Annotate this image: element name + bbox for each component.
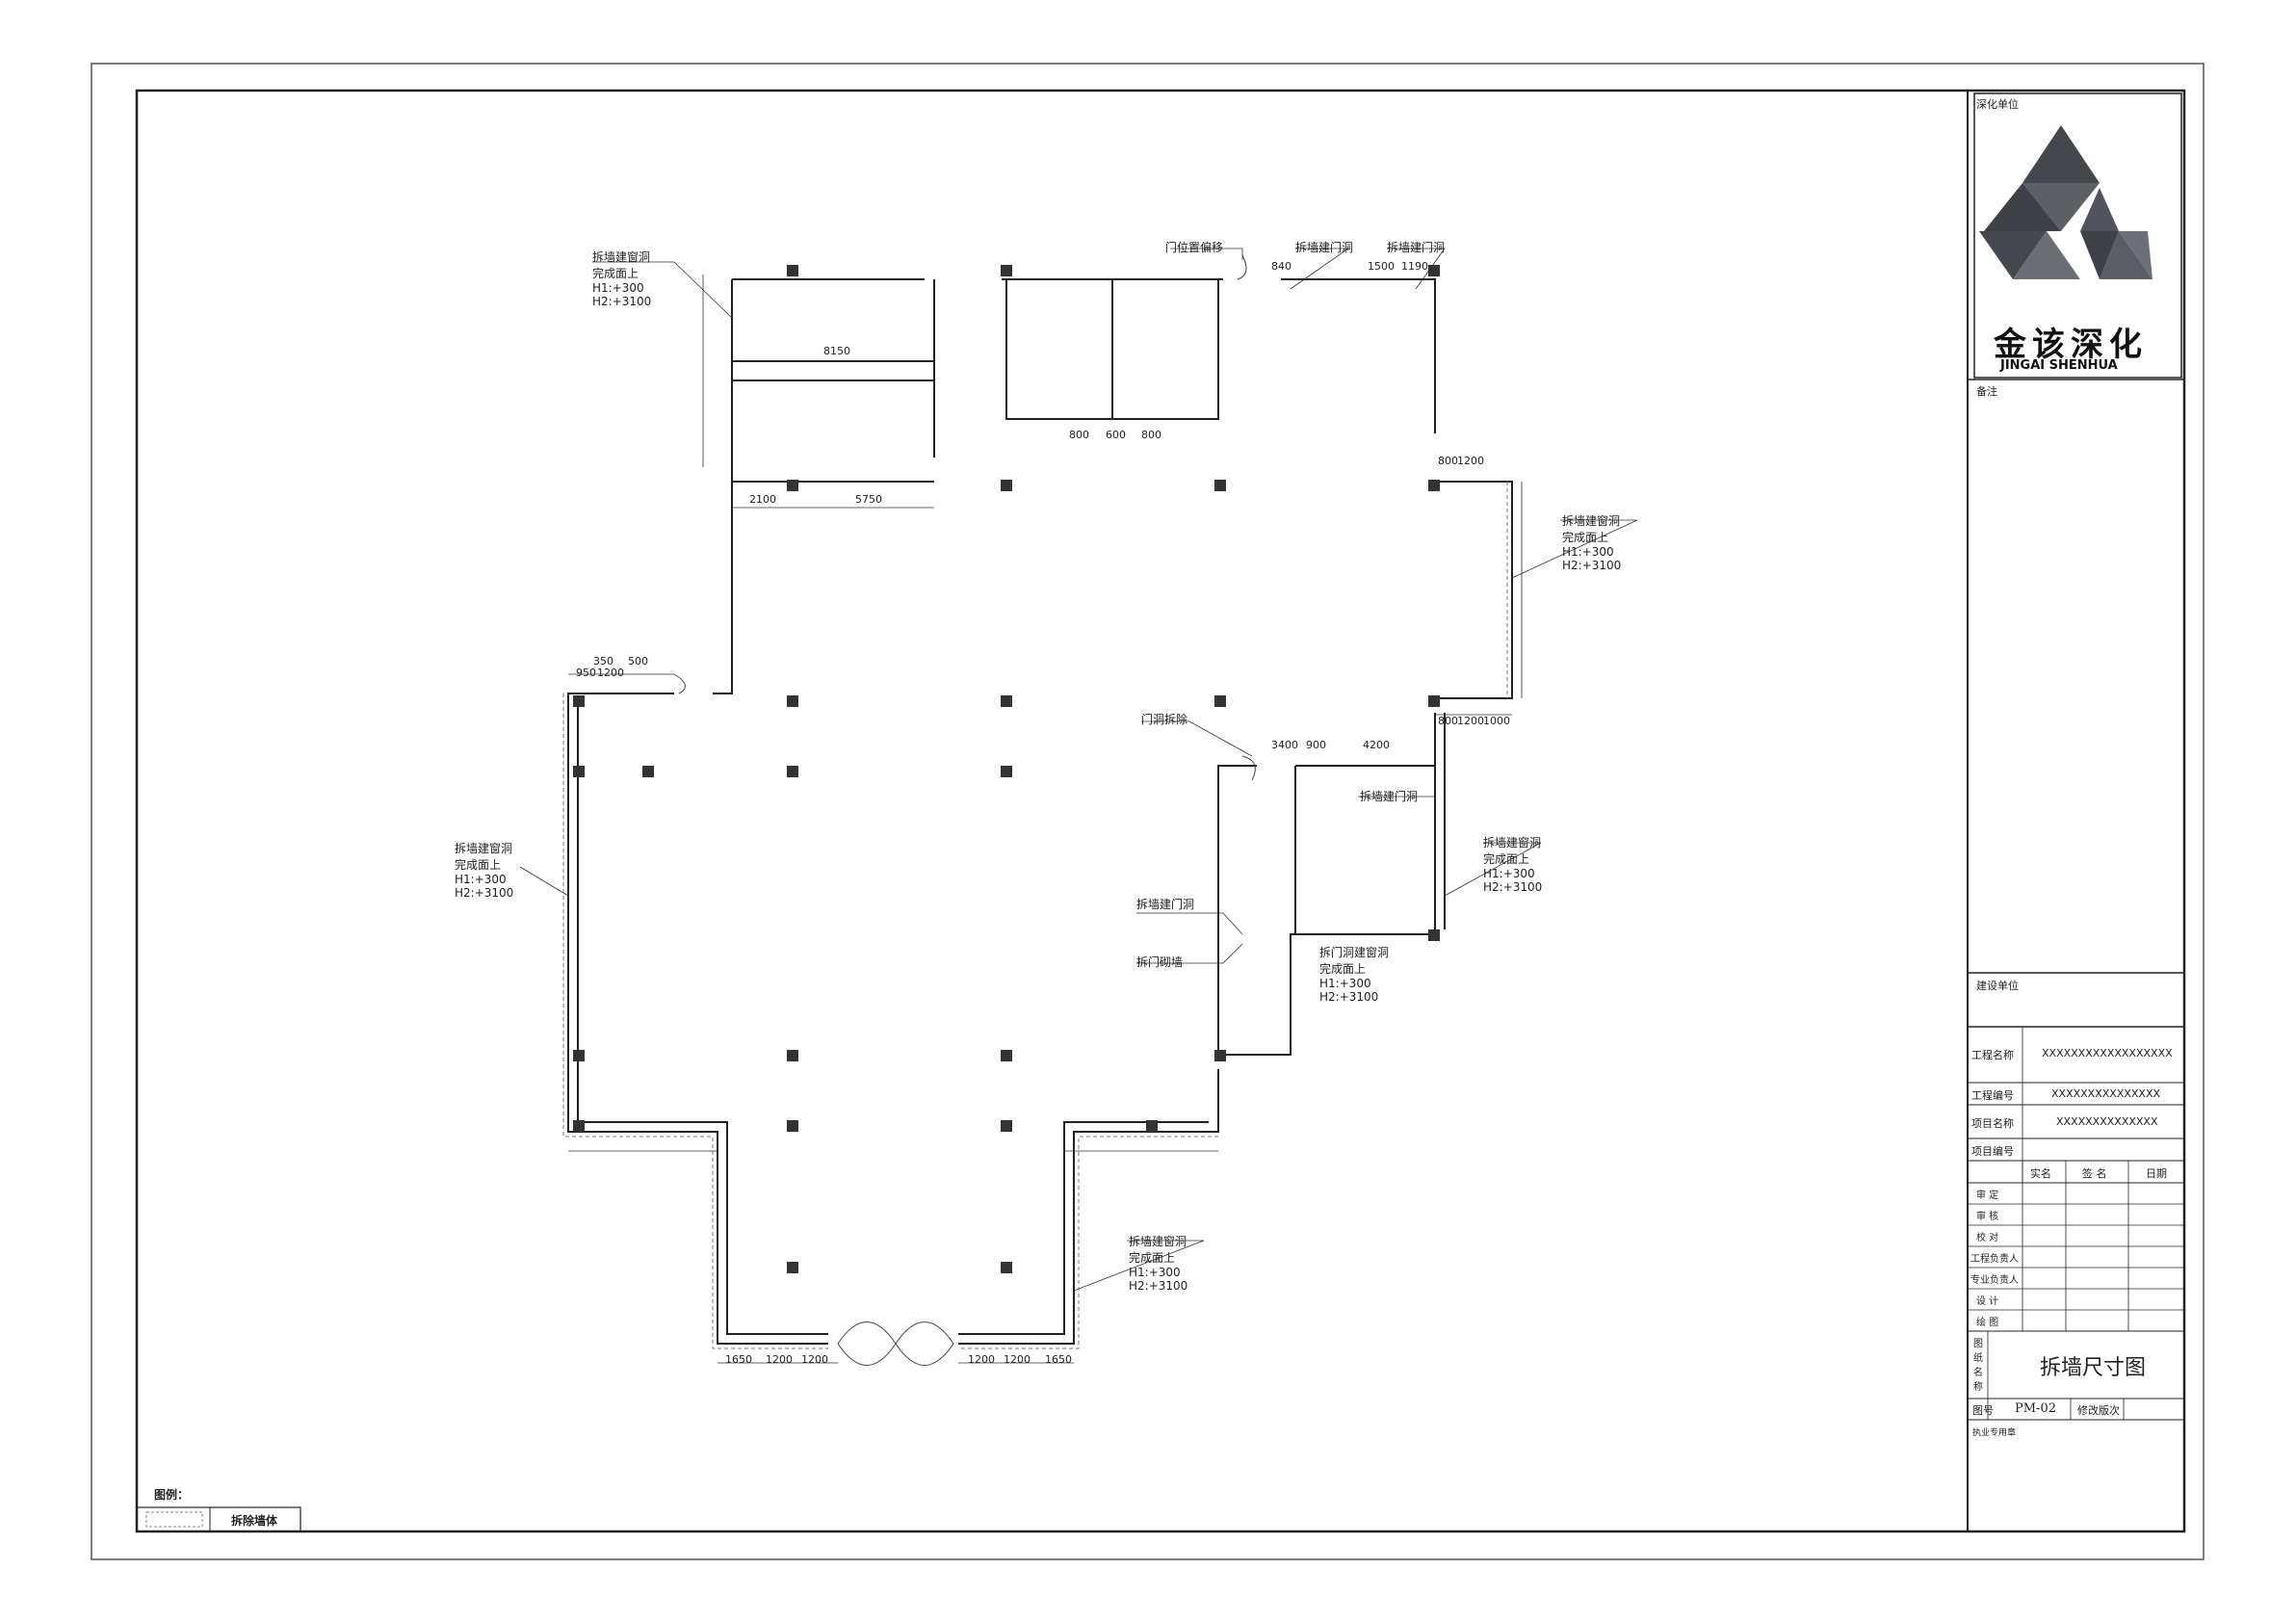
sign-header-sign: 签 名: [2082, 1167, 2107, 1180]
svg-text:1200: 1200: [1457, 455, 1484, 467]
drawing-no-label: 图号: [1972, 1404, 1994, 1417]
logo-cn: 金该深化: [1994, 326, 2148, 364]
note-window-mid-right: 拆墙建窗洞 完成面上 H1:+300 H2:+3100: [1483, 836, 1543, 894]
svg-text:800: 800: [1438, 715, 1458, 727]
note-door-brick: 拆门砌墙: [1136, 955, 1184, 969]
svg-text:840: 840: [1271, 260, 1292, 273]
design-unit-label: 深化单位: [1976, 98, 2019, 111]
drawing-no: PM-02: [2015, 1401, 2056, 1416]
sign-row-0: 审 定: [1976, 1190, 1999, 1201]
legend: [136, 1506, 301, 1532]
svg-text:4200: 4200: [1363, 739, 1390, 751]
leader-lines: [519, 248, 1638, 1292]
svg-text:500: 500: [628, 655, 648, 667]
svg-text:2100: 2100: [749, 493, 776, 506]
sign-row-6: 绘 图: [1976, 1318, 1999, 1328]
entrance-door: [673, 254, 1256, 1366]
svg-text:5750: 5750: [855, 493, 882, 506]
drawing-name-label: 图纸名称: [1973, 1339, 1983, 1393]
svg-text:1200: 1200: [1457, 715, 1484, 727]
note-window-left: 拆墙建窗洞 完成面上 H1:+300 H2:+3100: [455, 842, 514, 900]
drawing-title: 拆墙尺寸图: [2040, 1356, 2147, 1380]
svg-text:800: 800: [1069, 429, 1089, 441]
legend-title: 图例：: [154, 1488, 190, 1502]
svg-text:1200: 1200: [1004, 1353, 1031, 1366]
svg-text:1200: 1200: [801, 1353, 828, 1366]
removed-walls: [562, 482, 1508, 1349]
note-door-new-lower: 拆墙建门洞: [1136, 898, 1195, 911]
stamp-label: 执业专用章: [1972, 1428, 2017, 1438]
svg-text:1000: 1000: [1483, 715, 1510, 727]
dimension-lines: [568, 275, 1523, 1364]
svg-text:950: 950: [576, 667, 596, 679]
dimension-labels: 8150 5750 2100 3400 900 4200 350 500 950…: [576, 260, 1510, 1366]
svg-text:350: 350: [593, 655, 613, 667]
company-logo: [1979, 125, 2152, 279]
svg-text:900: 900: [1306, 739, 1326, 751]
note-door-shift: 门位置偏移: [1165, 241, 1224, 254]
inner-frame: [135, 89, 2186, 1533]
note-window-right: 拆墙建窗洞 完成面上 H1:+300 H2:+3100: [1562, 514, 1622, 572]
project-row-value-2: XXXXXXXXXXXXXX: [2056, 1115, 2158, 1128]
sign-row-1: 审 核: [1976, 1212, 1999, 1222]
sign-row-5: 设 计: [1976, 1296, 1999, 1307]
svg-text:800: 800: [1141, 429, 1161, 441]
outer-frame: [91, 63, 2205, 1560]
svg-text:1200: 1200: [968, 1353, 995, 1366]
floor-plan: [567, 278, 1513, 1345]
project-row-label-0: 工程名称: [1971, 1049, 2014, 1061]
svg-text:8150: 8150: [823, 345, 850, 357]
svg-text:1200: 1200: [766, 1353, 793, 1366]
logo-en: JINGAI SHENHUA: [2000, 358, 2118, 373]
legend-item: 拆除墙体: [231, 1514, 278, 1528]
svg-text:1650: 1650: [725, 1353, 752, 1366]
project-row-label-1: 工程编号: [1971, 1089, 2014, 1102]
note-door-new-top-1: 拆墙建门洞: [1295, 241, 1354, 254]
remarks-label: 备注: [1976, 385, 1997, 398]
sign-header-date: 日期: [2146, 1167, 2167, 1180]
project-row-value-1: XXXXXXXXXXXXXXX: [2051, 1087, 2161, 1100]
project-row-label-2: 项目名称: [1971, 1117, 2014, 1130]
project-row-label-3: 项目编号: [1971, 1145, 2014, 1158]
svg-text:600: 600: [1106, 429, 1126, 441]
construction-unit-label: 建设单位: [1976, 980, 2019, 992]
svg-text:800: 800: [1438, 455, 1458, 467]
sign-row-4: 专业负责人: [1970, 1275, 2019, 1286]
note-window-top-left: 拆墙建窗洞 完成面上 H1:+300 H2:+3100: [592, 250, 652, 308]
note-door-new-top-2: 拆墙建门洞: [1387, 241, 1446, 254]
note-door-to-window: 拆门洞建窗洞 完成面上 H1:+300 H2:+3100: [1319, 946, 1390, 1004]
svg-text:1190: 1190: [1401, 260, 1428, 273]
svg-text:1200: 1200: [597, 667, 624, 679]
svg-text:3400: 3400: [1271, 739, 1298, 751]
svg-text:1500: 1500: [1368, 260, 1395, 273]
note-door-new-mid: 拆墙建门洞: [1360, 790, 1419, 803]
project-row-value-0: XXXXXXXXXXXXXXXXXX: [2042, 1047, 2173, 1060]
column-markers: [573, 265, 1440, 1273]
sign-row-3: 工程负责人: [1970, 1254, 2019, 1265]
sign-header-name: 实名: [2030, 1167, 2051, 1180]
revision-label: 修改版次: [2077, 1404, 2120, 1417]
svg-text:1650: 1650: [1045, 1353, 1072, 1366]
sign-row-2: 校 对: [1976, 1233, 1999, 1243]
note-window-bottom-right: 拆墙建窗洞 完成面上 H1:+300 H2:+3100: [1129, 1235, 1188, 1293]
note-door-remove: 门洞拆除: [1141, 713, 1188, 726]
